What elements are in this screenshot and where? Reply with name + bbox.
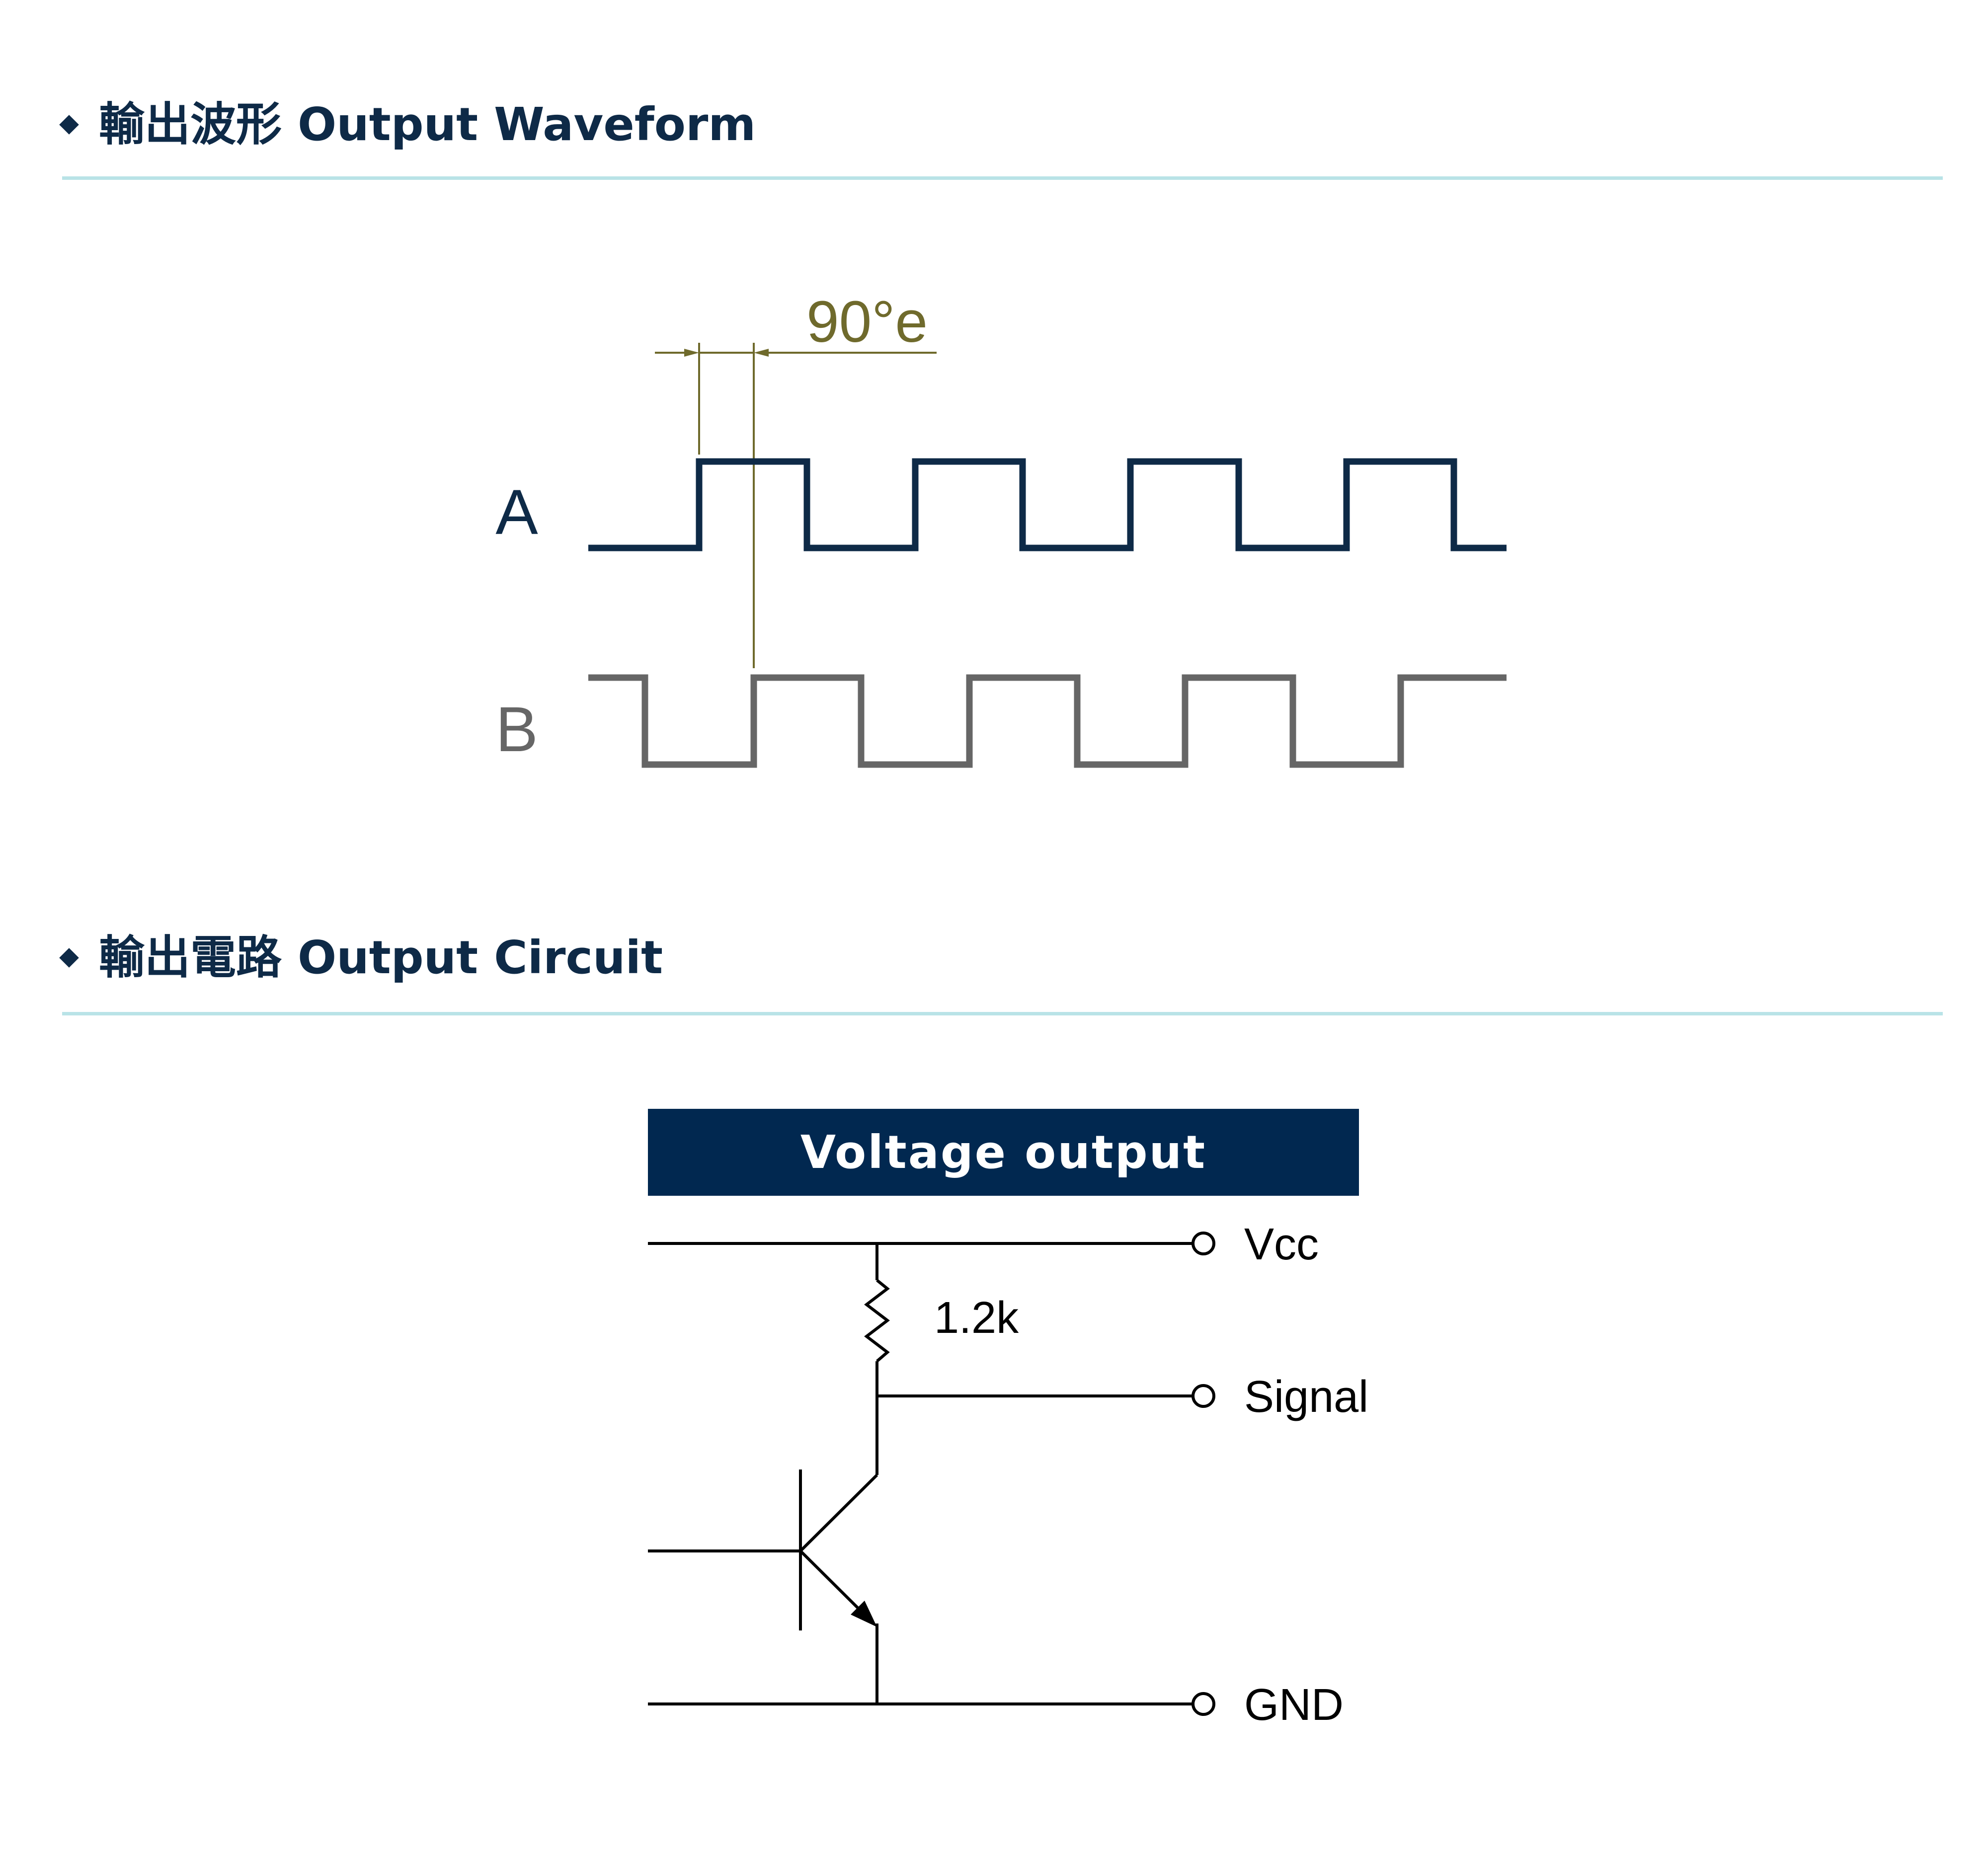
channel-b-waveform	[588, 674, 1507, 768]
waveform-section-divider	[62, 176, 1943, 180]
circuit-section-divider	[62, 1012, 1943, 1015]
signal-label: Signal	[1244, 1372, 1368, 1422]
output-circuit	[648, 1242, 1193, 1705]
transistor-collector	[799, 1473, 878, 1552]
circuit-section-heading: 輸出電路 Output Circuit	[59, 931, 663, 984]
gnd-terminal-icon	[1192, 1692, 1215, 1716]
phase-arrow-right	[684, 349, 699, 357]
waveform-section-title: 輸出波形 Output Waveform	[99, 98, 756, 151]
emitter-arrow-icon	[851, 1601, 877, 1627]
vcc-label: Vcc	[1244, 1220, 1319, 1269]
voltage-output-title: Voltage output	[800, 1126, 1207, 1179]
phase-label: 90°e	[806, 289, 928, 355]
gnd-label: GND	[1244, 1680, 1344, 1730]
channel-a-waveform	[588, 458, 1507, 551]
signal-terminal-icon	[1192, 1384, 1215, 1408]
waveform-section-heading: 輸出波形 Output Waveform	[59, 98, 756, 151]
resistor-label: 1.2k	[934, 1293, 1019, 1343]
voltage-output-header: Voltage output	[648, 1109, 1359, 1196]
diamond-bullet-icon	[59, 948, 79, 968]
channel-a-label: A	[495, 477, 538, 548]
phase-arrow-left	[754, 349, 769, 357]
vcc-terminal-icon	[1192, 1232, 1215, 1255]
channel-b-label: B	[495, 694, 538, 765]
resistor-symbol	[864, 1279, 890, 1363]
phase-annotation: 90°e	[655, 289, 937, 668]
circuit-section-title: 輸出電路 Output Circuit	[99, 931, 663, 984]
